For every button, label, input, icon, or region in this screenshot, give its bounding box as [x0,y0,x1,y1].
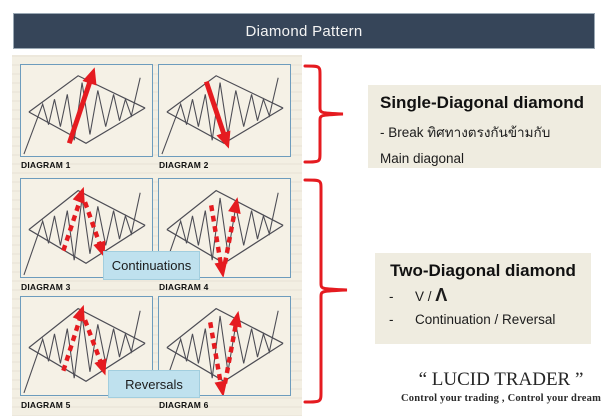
diagram-6-label: DIAGRAM 6 [159,400,209,410]
down-arrow-icon [203,80,231,149]
brace-two-diagonal-icon [303,178,348,404]
price-zigzag [23,77,141,155]
single-diagonal-title: Single-Diagonal diamond [380,93,585,112]
diagram-2-label: DIAGRAM 2 [159,160,209,170]
diamond-pattern-figure [23,67,146,155]
continuations-tag: Continuations [103,251,200,280]
brand-tagline: Control your trading , Control your drea… [400,393,602,404]
reversals-tag: Reversals [108,370,200,398]
two-diagonal-title: Two-Diagonal diamond [390,261,576,280]
diagram-2-box [158,64,291,157]
single-diagonal-line1: - Break ทิศทางตรงกันข้ามกับ [380,125,551,140]
single-diagonal-note: Single-Diagonal diamond - Break ทิศทางตร… [368,85,601,168]
diagram-1-label: DIAGRAM 1 [21,160,71,170]
dashed-up-down-arrows-icon [61,186,106,258]
page-title: Diamond Pattern [245,22,363,40]
diamond-pattern-figure [161,307,284,395]
diamond-pattern-figure [161,189,284,277]
diagram-5-label: DIAGRAM 5 [21,400,71,410]
dashed-up-down-arrows-icon [61,304,107,376]
bullet-text: Continuation / Reversal [415,312,556,327]
diagram-6-box [158,296,291,396]
price-zigzag [161,77,279,155]
two-diagonal-bullet-2: - Continuation / Reversal [385,312,581,327]
price-zigzag [161,192,279,276]
bullet-marker: - [389,289,394,304]
diagram-3-box [20,178,153,278]
diamond-pattern-figure [161,75,284,155]
diamond-pattern-figure [23,304,146,394]
dashed-down-up-arrows-icon [209,197,241,277]
brace-single-diagonal-icon [303,64,344,164]
price-zigzag [161,310,279,394]
two-diagonal-bullet-1: - V / Λ [385,285,581,305]
diagram-1-box [20,64,153,157]
bullet-marker: - [389,312,394,327]
price-zigzag [23,192,141,276]
diamond-pattern-figure [23,186,146,276]
two-diagonal-note: Two-Diagonal diamond - V / Λ - Continuat… [375,253,591,344]
diagram-3-label: DIAGRAM 3 [21,282,71,292]
bullet-text: V / Λ [415,285,448,305]
footer-brand-block: “ LUCID TRADER ” Control your trading , … [398,369,604,404]
brand-name: “ LUCID TRADER ” [418,369,584,390]
price-zigzag [23,310,141,394]
dashed-down-up-arrows-icon [208,310,242,395]
header-bar: Diamond Pattern [13,13,595,49]
up-arrow-icon [66,67,97,145]
single-diagonal-line2: Main diagonal [380,151,465,166]
diagram-4-label: DIAGRAM 4 [159,282,209,292]
